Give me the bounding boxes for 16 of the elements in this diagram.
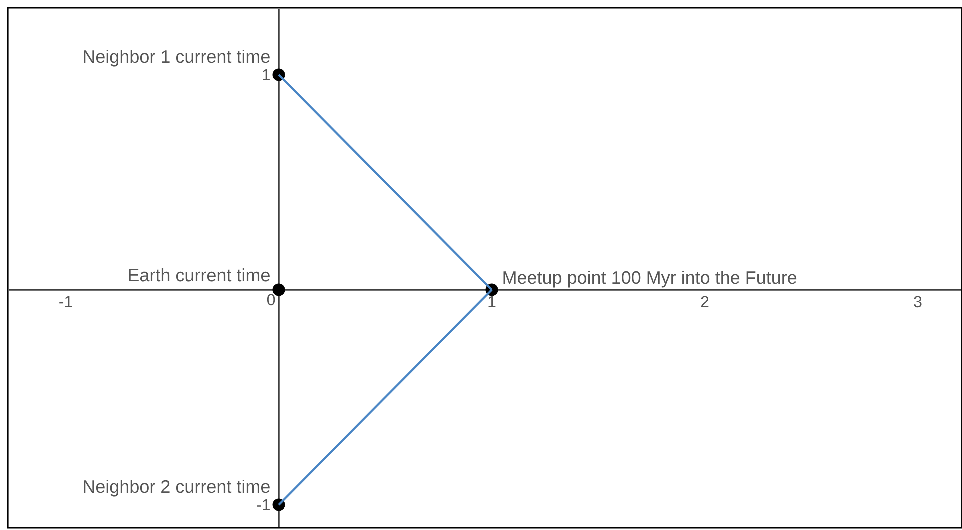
tick-label: 1 <box>488 296 496 308</box>
line-segment <box>278 74 493 291</box>
point-marker <box>486 284 498 296</box>
point-marker <box>272 68 286 82</box>
tick-label: -1 <box>60 296 72 308</box>
tick-label: 0 <box>267 294 276 306</box>
tick-label: -1 <box>257 500 270 510</box>
tick-label: 1 <box>263 70 270 80</box>
point-label: Meetup point 100 Myr into the Future <box>504 270 797 288</box>
point-label: Neighbor 2 current time <box>84 480 270 497</box>
point-marker <box>272 498 286 512</box>
tick-label: 2 <box>701 296 709 308</box>
point-label: Earth current time <box>129 268 270 282</box>
line-segment <box>278 289 493 506</box>
tick-label: 3 <box>914 296 922 308</box>
point-label: Neighbor 1 current time <box>84 50 270 67</box>
